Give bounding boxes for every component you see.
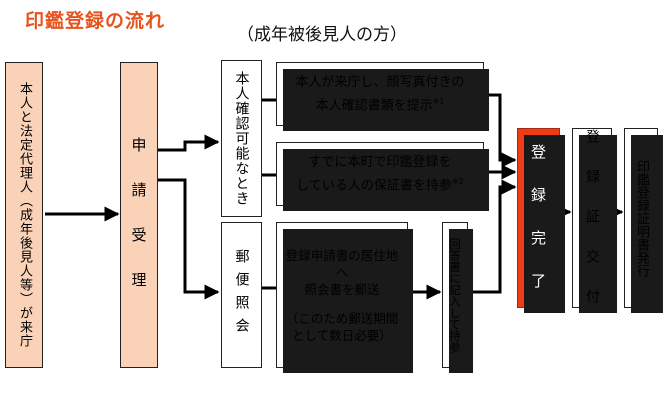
page-title: 印鑑登録の流れ xyxy=(25,10,166,32)
identity-branch-box: 本人確認可能なとき xyxy=(221,60,262,217)
note-1: ※1 xyxy=(432,96,445,106)
note-2: ※2 xyxy=(451,176,464,186)
id-documents-text: 本人が来庁し、顔写真付きの 本人確認書類を提示 xyxy=(295,74,465,114)
reception-box: 申 請 受 理 xyxy=(120,62,158,368)
reception-text: 申 請 受 理 xyxy=(129,137,148,293)
applicant-box: 本人と法定代理人（成年後見人等）が来庁 xyxy=(5,62,43,368)
mail-branch-text: 郵便照会 xyxy=(233,249,250,341)
issue-card-box: 登 録 証 交 付 xyxy=(572,128,617,313)
mail-inquiry-text: 登録申請書の居住地 へ 照会書を郵送 xyxy=(285,247,399,297)
guarantee-box: すでに本町で印鑑登録を している人の保証書を持参※2 xyxy=(276,142,489,211)
arrow-reception-to-identity xyxy=(158,134,220,152)
guarantee-text: すでに本町で印鑑登録を している人の保証書を持参 xyxy=(296,154,452,194)
reply-text: 回答書に記入して持参 xyxy=(448,237,462,353)
reply-box: 回答書に記入して持参 xyxy=(442,222,473,373)
mail-note-text: （このため郵送期間 として数日必要） xyxy=(285,310,399,343)
id-documents-box: 本人が来庁し、顔写真付きの 本人確認書類を提示※1 xyxy=(276,62,489,131)
complete-box: 登 録 完 了 xyxy=(517,128,565,313)
page-subtitle: （成年被後見人の方） xyxy=(237,25,407,45)
applicant-text: 本人と法定代理人（成年後見人等）が来庁 xyxy=(17,82,32,348)
arrow-iddocs-to-complete xyxy=(484,93,517,168)
arrow-reply-to-complete xyxy=(468,179,517,294)
mail-branch-box: 郵便照会 xyxy=(221,222,262,368)
certificate-box: 印鑑登録証明書発行 xyxy=(624,128,663,313)
issue-card-text: 登 録 証 交 付 xyxy=(584,128,600,308)
identity-branch-text: 本人確認可能なとき xyxy=(233,71,250,206)
mail-inquiry-box: 登録申請書の居住地 へ 照会書を郵送 （このため郵送期間 として数日必要） xyxy=(276,222,413,373)
certificate-text: 印鑑登録証明書発行 xyxy=(634,159,649,277)
complete-text: 登 録 完 了 xyxy=(529,143,547,293)
arrow-reception-to-mail xyxy=(158,178,220,300)
